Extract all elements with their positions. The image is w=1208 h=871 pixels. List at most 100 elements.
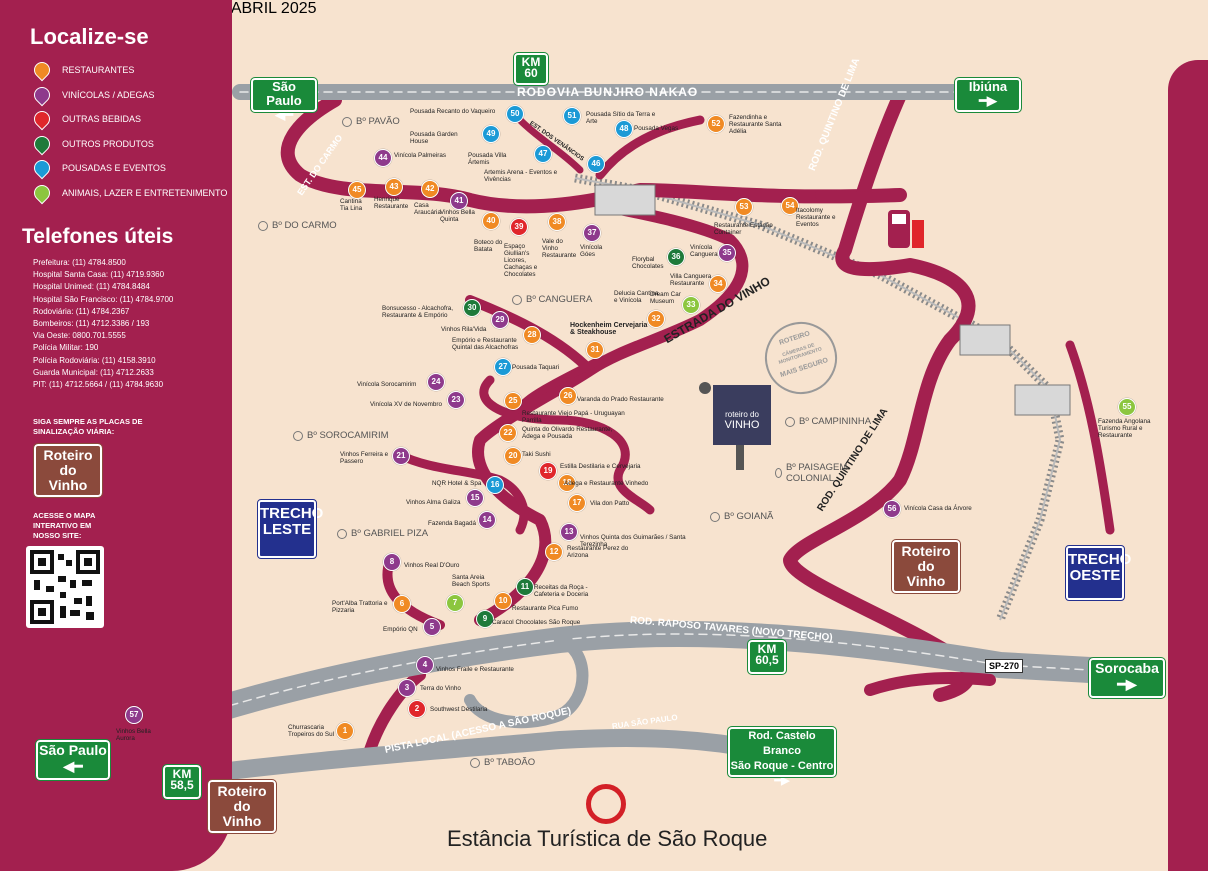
- camera-sign-text: roteiro do VINHO: [724, 410, 760, 431]
- poi-label: Espaço Giullian's Licores, Cachaças e Ch…: [504, 243, 538, 278]
- poi-marker-12[interactable]: 12: [545, 543, 563, 561]
- poi-label: Artemis Arena - Eventos e Vivências: [484, 169, 558, 183]
- poi-label: Boteco do Batata: [474, 239, 503, 253]
- poi-marker-4[interactable]: 4: [416, 656, 434, 674]
- poi-marker-53[interactable]: 53: [735, 198, 753, 216]
- poi-label: Empório e Restaurante Quintal das Alcach…: [452, 337, 519, 351]
- poi-label: Vinhos Real D'Ouro: [404, 562, 460, 569]
- poi-marker-22[interactable]: 22: [499, 424, 517, 442]
- poi-marker-48[interactable]: 48: [615, 120, 633, 138]
- roteiro-sign-sidebar: Roteiro do Vinho: [33, 443, 103, 498]
- poi-label: Florybal Chocolates: [632, 256, 664, 270]
- poi-marker-18[interactable]: 18: [558, 474, 576, 492]
- poi-marker-25[interactable]: 25: [504, 392, 522, 410]
- poi-marker-9[interactable]: 9: [476, 610, 494, 628]
- poi-marker-17[interactable]: 17: [568, 494, 586, 512]
- poi-label: Vinícola Góes: [580, 244, 603, 258]
- phone-entry: Via Oeste: 0800.701.5555: [33, 331, 126, 341]
- neighborhood-label: Bº GABRIEL PIZA: [337, 528, 428, 539]
- neighborhood-circle-icon: [775, 468, 782, 478]
- phones-title: Telefones úteis: [22, 225, 174, 248]
- map-pin-icon: [30, 156, 54, 180]
- poi-marker-27[interactable]: 27: [494, 358, 512, 376]
- poi-marker-51[interactable]: 51: [563, 107, 581, 125]
- poi-marker-56[interactable]: 56: [883, 500, 901, 518]
- poi-marker-33[interactable]: 33: [682, 296, 700, 314]
- poi-marker-57[interactable]: 57: [125, 706, 143, 724]
- poi-marker-6[interactable]: 6: [393, 595, 411, 613]
- poi-label: Vale do Vinho Restaurante: [542, 238, 577, 259]
- poi-label: Vinhos Bella Aurora: [116, 728, 151, 742]
- poi-marker-2[interactable]: 2: [408, 700, 426, 718]
- poi-marker-46[interactable]: 46: [587, 155, 605, 173]
- poi-marker-15[interactable]: 15: [466, 489, 484, 507]
- poi-marker-3[interactable]: 3: [398, 679, 416, 697]
- poi-label: Restaurante Perez do Arizona: [567, 545, 629, 559]
- poi-marker-34[interactable]: 34: [709, 275, 727, 293]
- neighborhood-label: Bº CANGUERA: [512, 294, 592, 305]
- poi-marker-13[interactable]: 13: [560, 523, 578, 541]
- poi-label: Vinhos Bella Quinta: [440, 209, 475, 223]
- poi-label: Casa Araucária: [414, 202, 441, 216]
- poi-marker-29[interactable]: 29: [491, 311, 509, 329]
- poi-label: NQR Hotel & Spa: [432, 480, 482, 487]
- poi-label: Taki Sushi: [522, 451, 551, 458]
- poi-marker-41[interactable]: 41: [450, 192, 468, 210]
- legend-item: VINÍCOLAS / ADEGAS: [30, 83, 155, 106]
- poi-marker-5[interactable]: 5: [423, 618, 441, 636]
- poi-marker-28[interactable]: 28: [523, 326, 541, 344]
- neighborhood-circle-icon: [470, 757, 480, 768]
- poi-label: Adega e Restaurante Vinhedo: [564, 480, 649, 487]
- poi-marker-42[interactable]: 42: [421, 180, 439, 198]
- poi-marker-38[interactable]: 38: [548, 213, 566, 231]
- poi-marker-54[interactable]: 54: [781, 197, 799, 215]
- poi-marker-40[interactable]: 40: [482, 212, 500, 230]
- poi-marker-49[interactable]: 49: [482, 125, 500, 143]
- poi-marker-37[interactable]: 37: [583, 224, 601, 242]
- poi-marker-10[interactable]: 10: [494, 592, 512, 610]
- poi-label: Restaurante Estação Container: [714, 222, 773, 236]
- poi-marker-1[interactable]: 1: [336, 722, 354, 740]
- poi-marker-43[interactable]: 43: [385, 178, 403, 196]
- poi-marker-19[interactable]: 19: [539, 462, 557, 480]
- poi-label: Vinícola XV de Novembro: [370, 401, 442, 408]
- poi-marker-21[interactable]: 21: [392, 447, 410, 465]
- poi-marker-16[interactable]: 16: [486, 476, 504, 494]
- poi-marker-11[interactable]: 11: [516, 578, 534, 596]
- poi-label: Vinícola Casa da Árvore: [904, 505, 972, 512]
- legend-item: OUTROS PRODUTOS: [30, 132, 154, 155]
- poi-label: Vinhos Ferreira e Passero: [340, 451, 389, 465]
- poi-marker-39[interactable]: 39: [510, 218, 528, 236]
- poi-marker-50[interactable]: 50: [506, 105, 524, 123]
- legend-item: ANIMAIS, LAZER E ENTRETENIMENTO: [30, 181, 227, 204]
- poi-marker-20[interactable]: 20: [504, 447, 522, 465]
- poi-marker-31[interactable]: 31: [586, 341, 604, 359]
- poi-marker-7[interactable]: 7: [446, 594, 464, 612]
- poi-marker-24[interactable]: 24: [427, 373, 445, 391]
- poi-label: Empório QN: [383, 626, 418, 633]
- poi-label: Pousada Garden House: [410, 131, 458, 145]
- qr-code[interactable]: [26, 546, 104, 628]
- sao-roque-logo: [586, 784, 626, 824]
- poi-marker-55[interactable]: 55: [1118, 398, 1136, 416]
- poi-marker-44[interactable]: 44: [374, 149, 392, 167]
- poi-marker-26[interactable]: 26: [559, 387, 577, 405]
- poi-marker-52[interactable]: 52: [707, 115, 725, 133]
- poi-marker-45[interactable]: 45: [348, 181, 366, 199]
- poi-marker-36[interactable]: 36: [667, 248, 685, 266]
- poi-marker-23[interactable]: 23: [447, 391, 465, 409]
- bridge-se: [1014, 384, 1071, 416]
- map-pin-icon: [30, 181, 54, 204]
- poi-marker-35[interactable]: 35: [718, 244, 736, 262]
- poi-marker-8[interactable]: 8: [383, 553, 401, 571]
- neighborhood-circle-icon: [710, 511, 720, 522]
- poi-label: Bonsucesso - Alcachofra, Restaurante & E…: [382, 305, 454, 319]
- poi-marker-30[interactable]: 30: [463, 299, 481, 317]
- legend-label: OUTROS PRODUTOS: [62, 138, 154, 149]
- poi-marker-32[interactable]: 32: [647, 310, 665, 328]
- poi-marker-47[interactable]: 47: [534, 145, 552, 163]
- poi-marker-14[interactable]: 14: [478, 511, 496, 529]
